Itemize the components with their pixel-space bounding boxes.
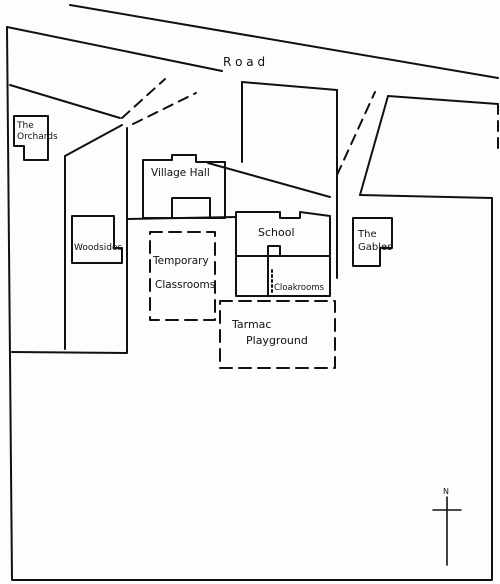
the-gables-building (352, 217, 393, 267)
school-ground-east-dashed (336, 91, 376, 176)
woodsides-plot-south (11, 351, 128, 354)
road-label: R o a d (223, 55, 265, 69)
gables-plot-west (359, 95, 389, 196)
woodsides-building (71, 215, 123, 264)
cloakrooms-building (267, 245, 331, 297)
classrooms-label: Classrooms (155, 279, 215, 291)
playground-label: Playground (246, 334, 308, 347)
site-boundary (6, 26, 493, 581)
school-building-lower (235, 255, 269, 297)
temporary-classrooms-outline (149, 231, 216, 321)
orchards-plot-boundary (9, 84, 121, 119)
road-edge-north (69, 4, 499, 79)
village-hall-annex (171, 197, 211, 219)
school-label: School (258, 226, 295, 239)
tarmac-playground-outline (219, 300, 336, 369)
village-hall-label: Village Hall (151, 167, 210, 179)
temporary-label: Temporary (152, 255, 209, 267)
village-hall-building (142, 154, 226, 219)
the-gables-label-2: Gables (358, 242, 392, 253)
north-arrow-icon (432, 496, 462, 566)
the-orchards-building (13, 115, 49, 161)
gables-plot-north (387, 95, 499, 105)
the-orchards-label-1: The (16, 121, 34, 131)
the-orchards-label-2: Orchards (17, 132, 58, 142)
school-ground-north (241, 81, 338, 91)
woodsides-label: Woodsides (74, 243, 123, 253)
east-boundary-lower (359, 194, 493, 199)
orchards-driveway-dashed (121, 78, 166, 119)
the-gables-label-1: The (357, 229, 377, 240)
woodsides-plot-line (64, 124, 123, 157)
road-edge-south-left (6, 26, 223, 72)
north-label: N (443, 487, 449, 496)
cloakrooms-label: Cloakrooms (274, 283, 325, 293)
school-plot-line (207, 162, 331, 198)
driveway-dashed-2 (132, 92, 197, 125)
tarmac-label: Tarmac (231, 318, 271, 331)
